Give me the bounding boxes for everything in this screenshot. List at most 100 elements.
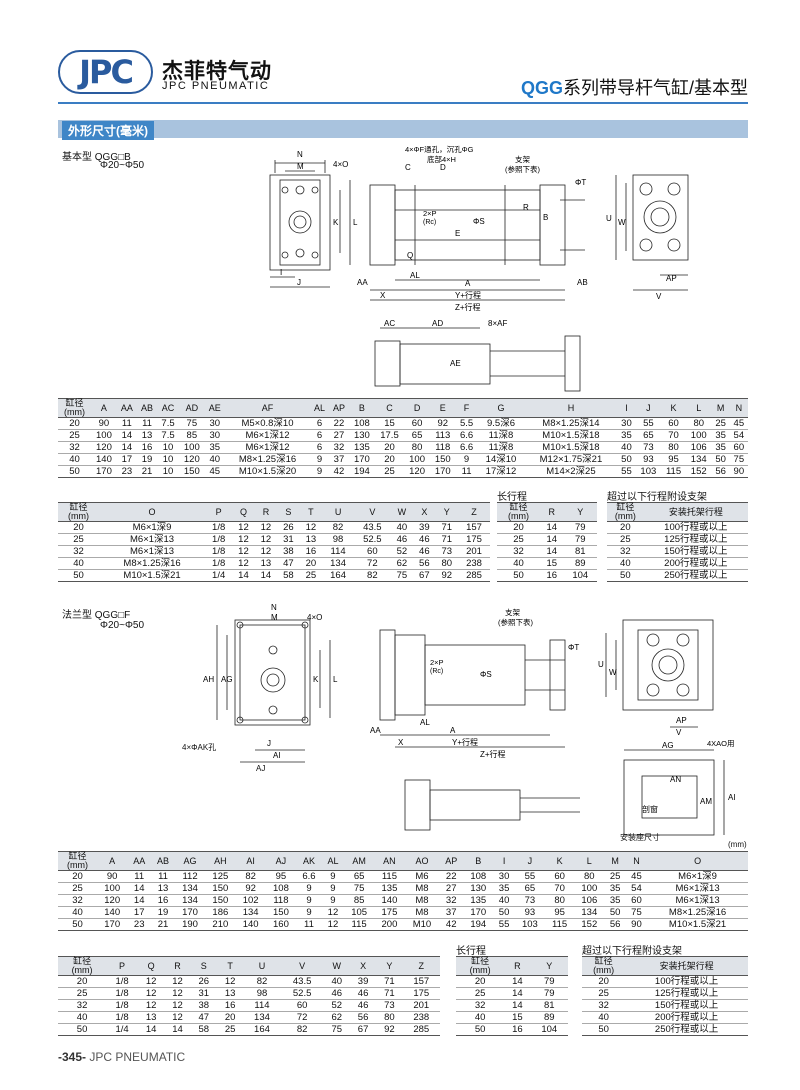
- table-cell: 12: [254, 533, 278, 546]
- table-cell: 12: [232, 521, 255, 534]
- column-header: A: [97, 851, 128, 871]
- table-cell: 25: [582, 987, 626, 1000]
- table-cell: 65: [514, 882, 546, 895]
- table-cell: 118: [429, 441, 456, 454]
- table-cell: 250行程或以上: [625, 1023, 748, 1036]
- table-cell: 175: [402, 987, 440, 1000]
- f-dim-AG: AG: [221, 675, 233, 684]
- column-header: AC: [157, 398, 179, 418]
- table-cell: 55: [617, 465, 636, 478]
- table-cell: 50: [456, 1023, 505, 1036]
- dim-AL: AL: [410, 271, 420, 280]
- table-cell: 54: [729, 429, 748, 442]
- table-cell: 250行程或以上: [643, 569, 748, 582]
- table-cell: M6×1深13: [99, 533, 206, 546]
- f-dim-K: K: [313, 675, 319, 684]
- table-cell: 20: [58, 870, 98, 883]
- table-cell: 37: [439, 906, 464, 919]
- table-cell: 65: [343, 870, 375, 883]
- column-header: T: [216, 956, 244, 976]
- table-cell: 60: [354, 545, 391, 558]
- table-cell: 42: [439, 918, 464, 931]
- dim-B: B: [543, 213, 548, 222]
- dim-Z: Z+行程: [455, 302, 481, 312]
- table-cell: 1/8: [205, 545, 233, 558]
- column-header: V: [280, 956, 324, 976]
- column-header: O: [99, 502, 206, 522]
- table-cell: 114: [243, 999, 281, 1012]
- column-header: AA: [116, 398, 137, 418]
- table-cell: M6×1深12: [224, 441, 311, 454]
- company-name-en: JPC PNEUMATIC: [162, 80, 270, 92]
- table-cell: 40: [390, 521, 414, 534]
- column-header: U: [243, 956, 281, 976]
- table-cell: 6.6: [455, 441, 478, 454]
- table-cell: 10: [157, 465, 179, 478]
- table-cell: 19: [136, 453, 158, 466]
- table-cell: M6×1深13: [647, 882, 748, 895]
- table-cell: 12: [232, 545, 255, 558]
- table-cell: 152: [574, 918, 605, 931]
- table-cell: 35: [604, 882, 626, 895]
- table-cell: 25: [216, 1023, 244, 1036]
- table-cell: 14: [540, 521, 564, 534]
- table-cell: 170: [91, 465, 117, 478]
- table-cell: 9: [455, 453, 478, 466]
- f-dim-AA: AA: [370, 726, 381, 735]
- column-header: Y: [435, 502, 459, 522]
- table-cell: 106: [574, 894, 605, 907]
- table-cell: 93: [514, 906, 546, 919]
- column-header: R: [254, 502, 278, 522]
- table-cell: 45: [204, 465, 225, 478]
- table-cell: 285: [458, 569, 490, 582]
- table-cell: 25: [58, 987, 107, 1000]
- table-cell: 6: [310, 429, 329, 442]
- f-dim-U: U: [598, 660, 604, 669]
- basic-support-title: 超过以下行程附设支架: [607, 492, 707, 503]
- table-cell: 62: [390, 557, 414, 570]
- table-cell: 160: [265, 918, 297, 931]
- table-cell: 103: [514, 918, 546, 931]
- table-cell: 164: [322, 569, 355, 582]
- flange-range: Φ20~Φ50: [100, 620, 145, 631]
- table-cell: 170: [429, 465, 456, 478]
- table-cell: 35: [617, 429, 636, 442]
- dim-U: U: [606, 214, 612, 223]
- table-cell: 27: [439, 882, 464, 895]
- table-cell: 79: [563, 533, 597, 546]
- table-cell: 200: [374, 918, 405, 931]
- table-cell: 50: [582, 1023, 626, 1036]
- table-cell: 93: [635, 453, 662, 466]
- table-cell: 75: [178, 417, 205, 430]
- table-cell: 60: [545, 870, 575, 883]
- table-cell: 25: [58, 429, 92, 442]
- table-cell: M5×0.8深10: [224, 417, 311, 430]
- company-name-cn: 杰菲特气动: [162, 60, 272, 83]
- table-cell: 6.6: [296, 870, 322, 883]
- table-cell: 25: [299, 569, 323, 582]
- column-header: G: [477, 398, 525, 418]
- f-dim-AJ: AJ: [256, 764, 266, 773]
- column-header: H: [524, 398, 618, 418]
- column-header: 安装托架行程: [625, 956, 748, 976]
- table-cell: 40: [497, 557, 541, 570]
- table-cell: 100: [97, 882, 128, 895]
- table-cell: 40: [323, 975, 350, 988]
- flange-mount-plate-drawing: AG 4XAO用 AN AM AI 剖窗: [623, 739, 736, 836]
- f-bracket-ref: (参照下表): [498, 617, 533, 627]
- table-cell: 20: [58, 417, 92, 430]
- table-cell: 115: [661, 465, 686, 478]
- column-header: 缸径 (mm): [497, 502, 541, 522]
